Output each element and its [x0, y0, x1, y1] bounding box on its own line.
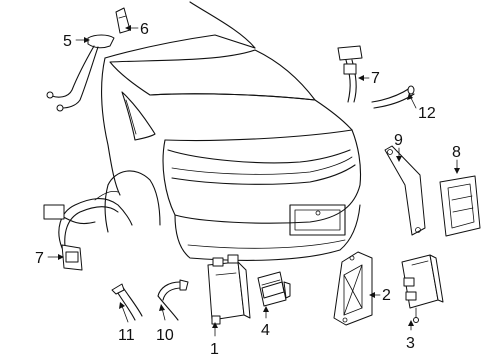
- part-11-hose: [111, 283, 143, 321]
- callout-3: 3: [406, 335, 415, 352]
- part-2-bracket: [333, 251, 373, 326]
- callout-9: 9: [394, 132, 403, 149]
- callout-10: 10: [156, 327, 174, 344]
- callout-7-lower: 7: [35, 250, 44, 267]
- callout-12: 12: [418, 105, 436, 122]
- callout-5: 5: [63, 33, 72, 50]
- part-7-lower-harness: [43, 190, 133, 271]
- callout-labels: 5 6 7 12 9 8 7 11 10 1 4 2 3: [35, 21, 461, 358]
- part-1-module: [207, 254, 251, 325]
- callout-1: 1: [210, 341, 219, 358]
- callout-7-upper: 7: [371, 70, 380, 87]
- part-7-upper-cable: [337, 45, 363, 103]
- part-5-antenna-base-cable: [46, 34, 115, 112]
- part-12-hose: [371, 85, 415, 109]
- callout-8: 8: [452, 144, 461, 161]
- part-3-module: [401, 254, 444, 323]
- callout-11: 11: [118, 327, 135, 344]
- vehicle-rear-body: [101, 1, 362, 261]
- part-10-hose: [157, 279, 189, 321]
- callout-6: 6: [140, 21, 149, 38]
- callout-leaders: [47, 25, 460, 337]
- part-9-bracket: [384, 145, 426, 236]
- callout-4: 4: [261, 322, 270, 339]
- part-8-module: [439, 175, 481, 237]
- callout-2: 2: [382, 287, 391, 304]
- part-4-sensor: [257, 271, 291, 307]
